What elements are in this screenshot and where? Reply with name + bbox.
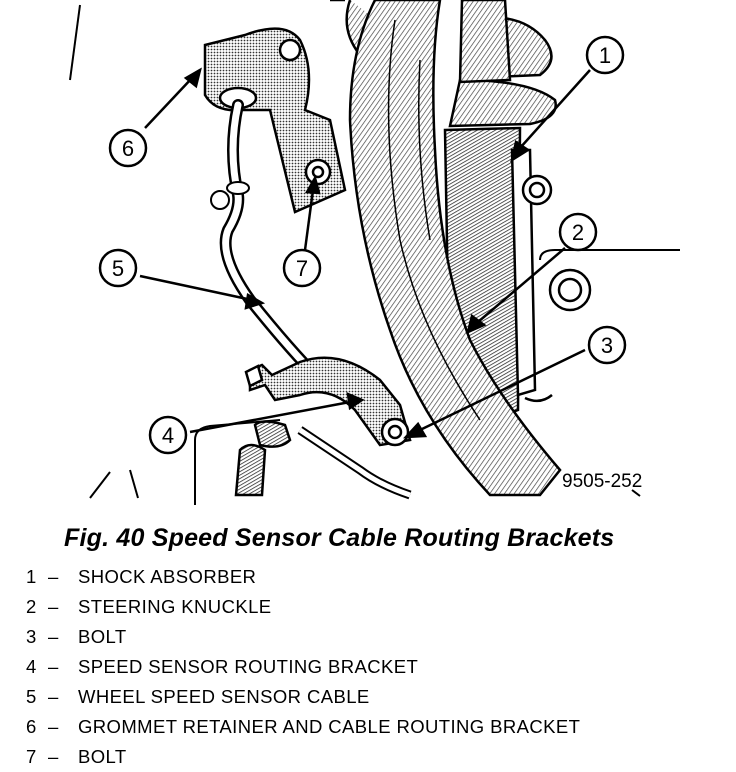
callout-1: 1 (585, 35, 625, 75)
legend-dash: – (48, 626, 59, 647)
knuckle-holes (521, 174, 592, 312)
legend-dash: – (48, 596, 59, 617)
callout-number: 1 (599, 43, 611, 68)
speed-sensor-routing-bracket (244, 356, 412, 447)
legend-item: 3–BOLT (26, 622, 580, 652)
callout-number: 6 (122, 136, 134, 161)
legend-dash: – (48, 716, 59, 737)
steering-knuckle (348, 0, 562, 497)
legend-number: 6 (26, 716, 37, 737)
legend-label: SPEED SENSOR ROUTING BRACKET (78, 656, 419, 677)
legend-dash: – (48, 686, 59, 707)
callout-3: 3 (587, 325, 627, 365)
legend-number: 2 (26, 596, 37, 617)
legend-number: 5 (26, 686, 37, 707)
callout-number: 7 (296, 256, 308, 281)
legend-dash: – (48, 656, 59, 677)
legend-label: BOLT (78, 626, 127, 647)
legend-label: SHOCK ABSORBER (78, 566, 257, 587)
legend-number: 1 (26, 566, 37, 587)
callout-2: 2 (558, 212, 598, 252)
drawing-id: 9505-252 (562, 471, 642, 492)
figure-caption: Fig. 40 Speed Sensor Cable Routing Brack… (64, 524, 615, 552)
callout-5: 5 (98, 248, 138, 288)
technical-illustration: 1 2 3 4 5 6 7 9505-252 (69, 0, 680, 505)
legend-dash: – (48, 566, 59, 587)
legend-item: 5–WHEEL SPEED SENSOR CABLE (26, 682, 580, 712)
legend-label: GROMMET RETAINER AND CABLE ROUTING BRACK… (78, 716, 581, 737)
callout-4: 4 (148, 415, 188, 455)
legend-number: 7 (26, 746, 37, 767)
legend-label: WHEEL SPEED SENSOR CABLE (78, 686, 370, 707)
callout-7: 7 (282, 248, 322, 288)
callout-6: 6 (108, 128, 148, 168)
legend-item: 2–STEERING KNUCKLE (26, 592, 580, 622)
callout-number: 2 (572, 220, 584, 245)
callout-number: 5 (112, 256, 124, 281)
legend-item: 7–BOLT (26, 742, 580, 772)
legend-item: 6–GROMMET RETAINER AND CABLE ROUTING BRA… (26, 712, 580, 742)
legend-number: 3 (26, 626, 37, 647)
legend-item: 4–SPEED SENSOR ROUTING BRACKET (26, 652, 580, 682)
grommet-retainer-bracket (203, 27, 347, 214)
sensor-connector (234, 420, 412, 500)
legend-label: STEERING KNUCKLE (78, 596, 272, 617)
legend-list: 1–SHOCK ABSORBER 2–STEERING KNUCKLE 3–BO… (26, 562, 580, 772)
legend-item: 1–SHOCK ABSORBER (26, 562, 580, 592)
leader-lines (139, 67, 591, 439)
legend-dash: – (48, 746, 59, 767)
callout-number: 3 (601, 333, 613, 358)
legend-label: BOLT (78, 746, 127, 767)
callout-number: 4 (162, 423, 174, 448)
legend-number: 4 (26, 656, 37, 677)
